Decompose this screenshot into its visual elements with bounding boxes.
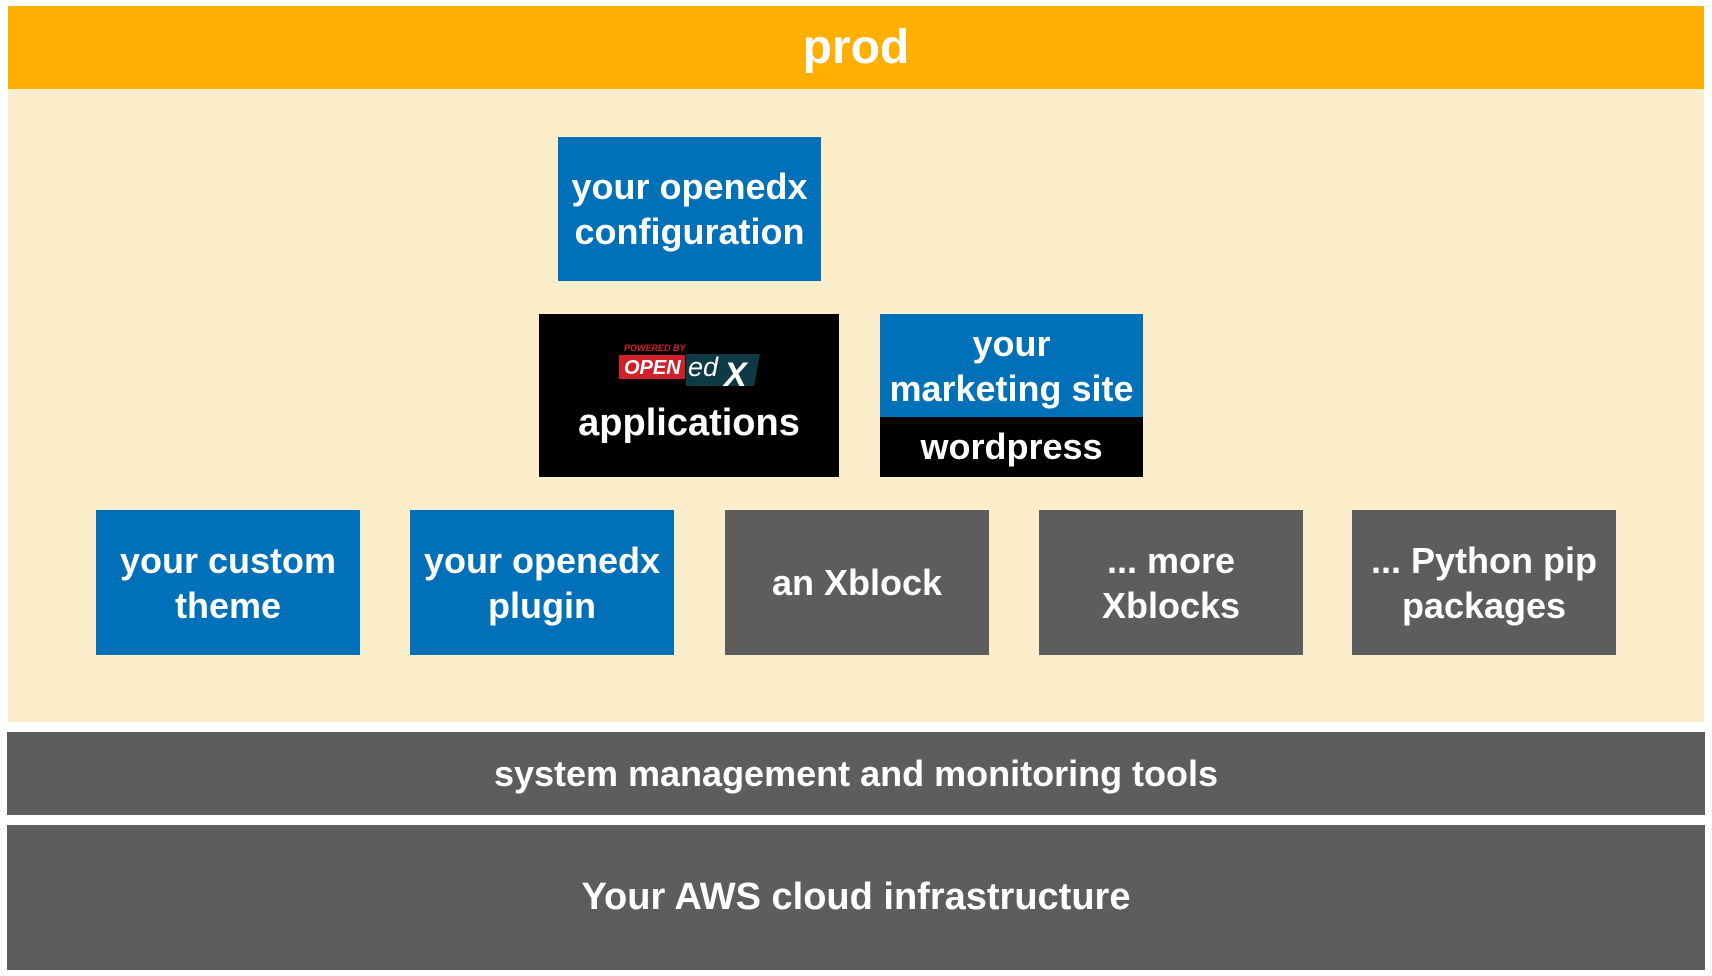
logo-powered-by: POWERED BY [624,343,687,353]
more-xblocks-line1: ... more [1106,539,1236,581]
logo-edx-badge [686,354,760,386]
config-box-line2: configuration [574,211,805,252]
logo-open-badge [619,355,685,379]
environment-banner: prod [8,6,1704,89]
logo-open-text: OPEN [624,357,681,379]
openedx-logo: POWERED BY OPEN ed X [619,343,760,394]
applications-box: POWERED BY OPEN ed X applications [539,314,839,477]
more-xblocks-box: ... more Xblocks [1039,510,1303,655]
openedx-plugin-line2: plugin [488,584,596,626]
system-tools-label: system management and monitoring tools [493,752,1219,794]
wordpress-label: wordpress [920,426,1103,467]
openedx-plugin-line1: your openedx [423,539,661,581]
openedx-plugin-box: your openedx plugin [410,510,674,655]
applications-label: applications [578,402,800,444]
logo-x-text: X [722,356,749,394]
infrastructure-label: Your AWS cloud infrastructure [581,876,1131,918]
logo-ed-text: ed [688,352,719,382]
marketing-site-box: your marketing site wordpress [880,314,1143,477]
xblock-label: an Xblock [771,562,943,603]
config-box: your openedx configuration [558,137,821,281]
config-box-line1: your openedx [571,166,808,207]
environment-label: prod [802,21,910,74]
marketing-line2: marketing site [889,367,1134,409]
custom-theme-line1: your custom [119,539,337,581]
custom-theme-box: your custom theme [96,510,360,655]
pip-packages-box: ... Python pip packages [1352,510,1616,655]
marketing-line1: your [972,322,1051,364]
pip-packages-line2: packages [1401,584,1567,626]
more-xblocks-line2: Xblocks [1101,584,1241,626]
custom-theme-line2: theme [174,584,281,626]
system-tools-bar: system management and monitoring tools [7,732,1705,815]
pip-packages-line1: ... Python pip [1371,539,1597,581]
wordpress-footer: wordpress [880,417,1143,477]
infrastructure-bar: Your AWS cloud infrastructure [7,825,1705,970]
xblock-box: an Xblock [725,510,989,655]
marketing-site-header: your marketing site [880,314,1143,417]
